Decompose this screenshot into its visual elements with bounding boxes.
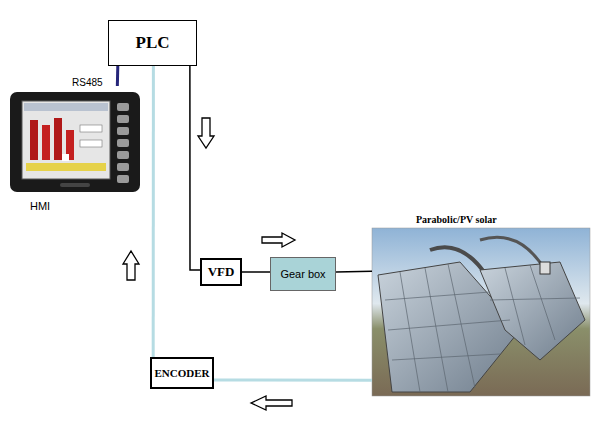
mirror-grid <box>385 264 580 392</box>
hmi-cursor <box>62 154 69 161</box>
node-text: PLC <box>136 33 170 53</box>
hmi-screen <box>22 101 110 179</box>
hmi-panel: HMI <box>8 86 143 214</box>
connector-line <box>190 66 200 270</box>
hmi-led-strip <box>60 183 90 187</box>
hmi-device <box>10 92 140 192</box>
connector-line <box>214 379 372 382</box>
flow-arrow-down <box>198 118 214 148</box>
node-text: Gear box <box>280 268 325 280</box>
hmi-bezel <box>10 92 140 192</box>
receiver <box>540 262 550 274</box>
node-text: ENCODER <box>154 367 209 379</box>
node-text: HMI <box>30 200 50 212</box>
photo-background <box>372 228 590 396</box>
controller-box: PLC <box>108 20 197 66</box>
gearbox-box: Gear box <box>270 257 336 291</box>
flow-arrow-up <box>123 251 139 280</box>
connector-line <box>242 271 270 273</box>
connector-line <box>116 66 119 86</box>
hmi-key-row <box>26 163 106 171</box>
node-text: Parabolic/PV solar <box>416 214 497 225</box>
hmi-bar <box>42 125 50 160</box>
node-text: VFD <box>208 264 235 280</box>
drive-box: VFD <box>200 258 242 286</box>
solar-photo <box>372 228 590 396</box>
photo-border <box>372 228 590 396</box>
hmi-buttons <box>117 103 129 183</box>
hmi-screen-header <box>24 103 108 111</box>
hmi-field <box>80 125 102 132</box>
hmi-field <box>80 140 102 147</box>
hmi-bar <box>54 118 62 160</box>
connector-line <box>336 270 372 272</box>
solar-collector: Parabolic/PV solar <box>372 212 590 397</box>
hmi-bar <box>30 120 38 160</box>
dish-mirror <box>480 262 585 360</box>
flow-arrow-right <box>262 233 295 247</box>
connector-line <box>152 66 155 357</box>
encoder-box: ENCODER <box>150 357 214 389</box>
flow-arrow-left <box>251 396 292 410</box>
bus-label: RS485 <box>72 77 103 88</box>
